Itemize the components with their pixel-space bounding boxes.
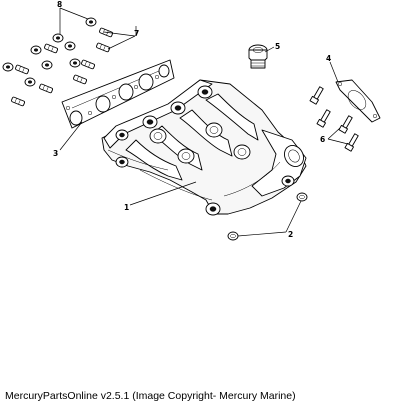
bolt-part-6 [338,115,353,134]
stud-part-7 [44,43,58,54]
exploded-parts-diagram: 8 7 5 4 3 6 1 2 [2,0,381,241]
collector-gasket-part-4 [335,79,381,123]
stud-parts [11,27,113,107]
stud-part-7 [11,96,25,107]
manifold-gasket-part-3 [61,59,175,129]
callout-5: 5 [275,42,280,51]
washer-part-2 [227,231,239,241]
bolt-part-6 [344,133,359,152]
stud-part-7 [81,59,95,70]
stud-part-7 [15,64,29,75]
nut-part-8 [85,17,97,27]
stud-part-7 [39,83,53,94]
nut-part-8 [30,45,42,55]
nut-part-8 [64,41,76,51]
bolt-parts [309,86,359,152]
washer-part-2 [296,192,308,202]
stud-part-7 [96,42,110,53]
fitting-part-5 [248,44,268,69]
callout-4: 4 [326,54,331,63]
callout-1: 1 [124,203,129,212]
image-copyright-caption: MercuryPartsOnline v2.5.1 (Image Copyrig… [5,390,296,402]
nut-part-8 [41,60,53,70]
stud-part-7 [73,74,87,85]
nut-part-8 [2,62,14,72]
nut-part-8 [52,33,64,43]
bolt-part-6 [316,109,331,128]
nut-part-8 [69,58,81,68]
callout-labels: 8 7 5 4 3 6 1 2 [53,0,331,239]
washer-parts [227,192,308,241]
callout-3: 3 [53,149,58,158]
callout-2: 2 [288,230,293,239]
bolt-part-6 [309,86,324,105]
nut-part-8 [24,77,36,87]
callout-6: 6 [320,135,325,144]
exhaust-manifold-part-1 [101,79,307,216]
callout-8: 8 [57,0,62,9]
callout-7: 7 [134,29,139,38]
leader-lines [59,7,349,237]
nut-parts [2,17,97,87]
